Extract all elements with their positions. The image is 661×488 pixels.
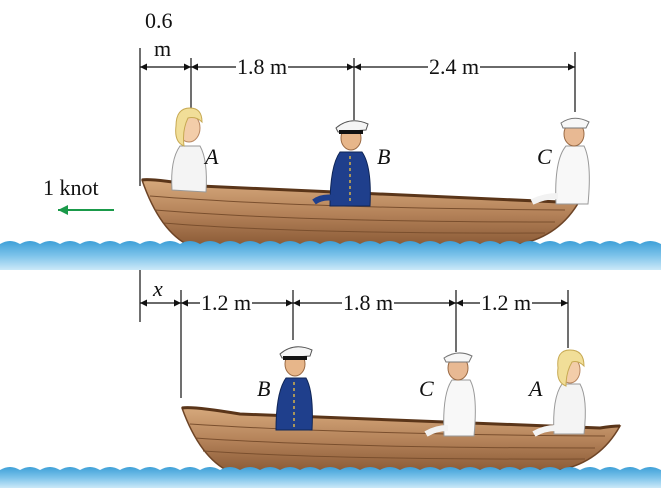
top-label-c: C [537, 144, 552, 169]
top-dim-left-line2: m [154, 36, 172, 61]
bottom-person-b-figure [275, 346, 313, 431]
bottom-dim-2-label: 1.8 m [342, 290, 395, 315]
top-label-a: A [205, 144, 219, 169]
speed-label: 1 knot [43, 175, 99, 200]
bottom-person-c-figure [424, 352, 476, 437]
top-water [0, 241, 661, 270]
bottom-label-c: C [419, 376, 434, 401]
top-person-a-figure [171, 107, 207, 193]
bottom-label-b: B [257, 376, 271, 401]
top-person-c-figure [530, 117, 590, 205]
top-dim-bc-label: 2.4 m [428, 54, 481, 79]
bottom-label-a: A [529, 376, 543, 401]
bottom-water [0, 467, 661, 488]
top-label-b: B [377, 144, 391, 169]
top-dim-ab-label: 1.8 m [236, 54, 289, 79]
bottom-dim-x-label: x [153, 276, 163, 301]
top-dim-left-line1: 0.6 [145, 8, 173, 33]
bottom-dim-1-label: 1.2 m [200, 290, 253, 315]
bottom-dim-3-label: 1.2 m [480, 290, 533, 315]
top-person-b-figure [312, 120, 371, 207]
bottom-person-a-figure [532, 349, 586, 437]
